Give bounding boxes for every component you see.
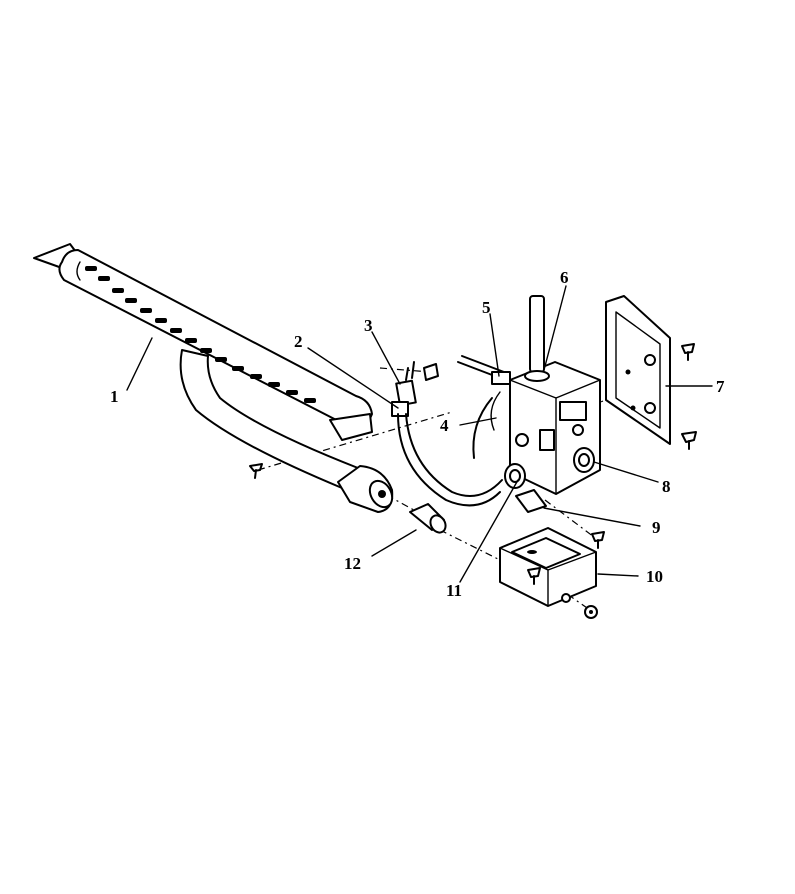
callout-8: 8 — [662, 477, 671, 496]
screw-icon — [681, 343, 695, 361]
callout-3: 3 — [364, 316, 373, 335]
callout-5: 5 — [482, 298, 491, 317]
callout-7: 7 — [716, 377, 725, 396]
callout-9: 9 — [652, 518, 661, 537]
burner-ports — [85, 266, 316, 403]
leader-lines — [126, 285, 713, 583]
burner-tube — [33, 243, 394, 513]
callout-11: 11 — [446, 581, 462, 600]
valve-mounting-bracket — [605, 295, 671, 445]
pilot-assembly — [391, 361, 439, 417]
callout-1: 1 — [110, 387, 119, 406]
callout-10: 10 — [646, 567, 663, 586]
callout-6: 6 — [560, 268, 569, 287]
screw-icon — [681, 431, 697, 450]
callout-12: 12 — [344, 554, 361, 573]
screw-icon — [591, 531, 605, 549]
gas-valve — [457, 295, 601, 495]
screw-icon — [527, 567, 541, 585]
pilot-tubing — [397, 397, 503, 507]
screw-icon — [249, 463, 263, 479]
callout-labels: 1 2 3 4 5 6 7 8 9 10 11 12 — [110, 268, 725, 600]
callout-2: 2 — [294, 332, 303, 351]
u-bracket — [499, 527, 597, 607]
nut-icon — [561, 593, 598, 619]
valve-bracket-plate — [515, 489, 547, 513]
orifice-fitting — [409, 503, 447, 534]
callout-4: 4 — [440, 416, 449, 435]
